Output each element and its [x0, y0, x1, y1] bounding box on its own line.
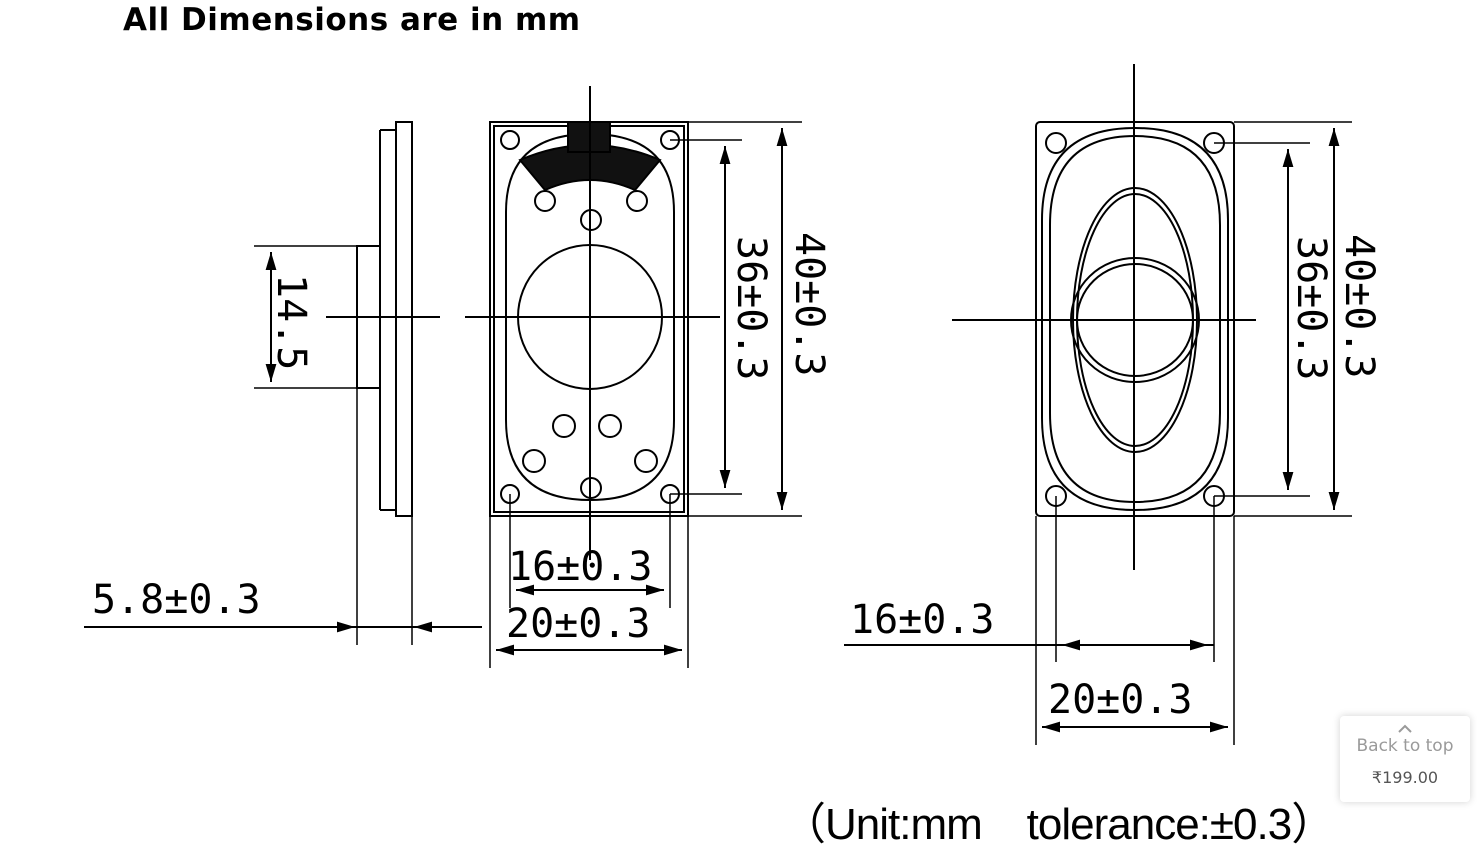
back-outer-width-label: 20±0.3 — [1048, 677, 1193, 723]
side-view — [84, 121, 482, 645]
front-inner-width-label: 16±0.3 — [508, 544, 653, 590]
front-inner-height-label: 36±0.3 — [728, 236, 774, 381]
back-outer-height-label: 40±0.3 — [1336, 234, 1382, 379]
side-height-label: 14.5 — [268, 274, 314, 370]
chevron-up-icon — [1398, 724, 1412, 733]
back-view — [844, 64, 1352, 745]
front-outer-height-label: 40±0.3 — [786, 232, 832, 377]
front-view — [465, 86, 802, 668]
unit-tolerance-note: （Unit:mm tolerance:±0.3） — [782, 800, 1335, 849]
page-title: All Dimensions are in mm — [123, 2, 581, 38]
back-to-top-button[interactable]: Back to top ₹199.00 — [1340, 716, 1470, 802]
back-inner-width-label: 16±0.3 — [850, 597, 995, 643]
price-label: ₹199.00 — [1371, 768, 1439, 787]
front-outer-width-label: 20±0.3 — [506, 601, 651, 647]
back-inner-height-label: 36±0.3 — [1288, 236, 1334, 381]
side-thickness-label: 5.8±0.3 — [92, 577, 261, 623]
back-to-top-label: Back to top — [1356, 736, 1454, 756]
